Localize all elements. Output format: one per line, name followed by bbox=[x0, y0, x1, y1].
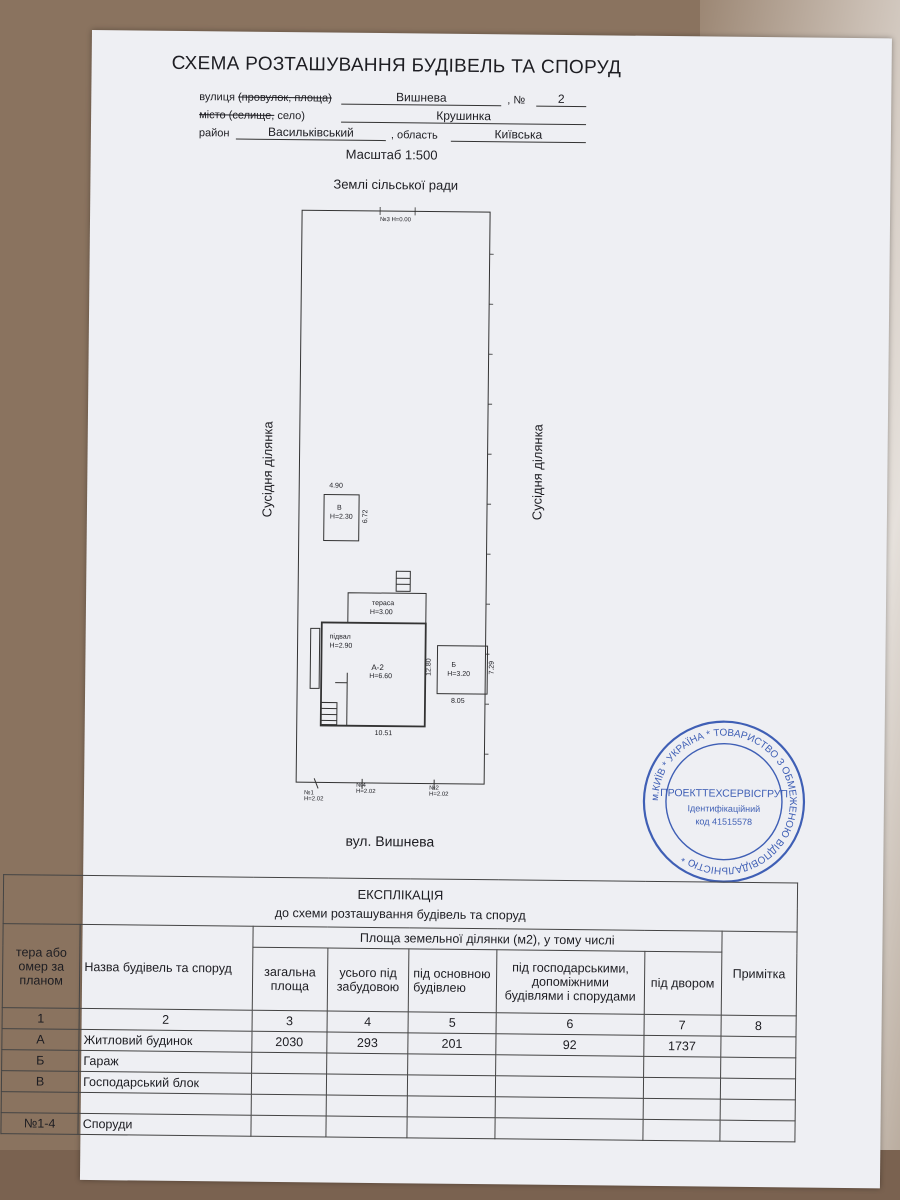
sign3-height: H=0.00 bbox=[391, 217, 412, 224]
document-sheet: СХЕМА РОЗТАШУВАННЯ БУДІВЕЛЬ ТА СПОРУД ву… bbox=[0, 30, 892, 1189]
basement-label: підвал bbox=[329, 633, 351, 641]
dim-garage-height: 7.29 bbox=[488, 660, 496, 675]
row-built bbox=[326, 1074, 408, 1096]
row-total bbox=[250, 1094, 327, 1117]
row-id bbox=[1, 1091, 79, 1114]
row-yard bbox=[642, 1098, 720, 1121]
row-main bbox=[407, 1116, 496, 1139]
row-total bbox=[250, 1115, 326, 1138]
row-main: 201 bbox=[407, 1032, 497, 1055]
row-id: В bbox=[1, 1070, 79, 1093]
row-id: А bbox=[1, 1028, 80, 1051]
row-main bbox=[407, 1053, 496, 1076]
row-yard bbox=[643, 1056, 721, 1079]
sign3-label: №3 H=0.00 bbox=[380, 217, 411, 223]
row-aux bbox=[494, 1117, 643, 1141]
dim-garage-width: 8.05 bbox=[450, 697, 465, 705]
row-total bbox=[251, 1073, 327, 1096]
stamp-id-label: Ідентифікаційний bbox=[688, 803, 761, 814]
row-main bbox=[407, 1095, 496, 1118]
col-header-yard: під двором bbox=[643, 951, 722, 1016]
row-aux bbox=[495, 1054, 644, 1078]
building-v-height: H=2.30 bbox=[329, 513, 353, 521]
stamp-id-code: код 41515578 bbox=[695, 816, 752, 827]
company-stamp: м.КИЇВ * УКРАЇНА * ТОВАРИСТВО З ОБМЕЖЕНО… bbox=[642, 720, 806, 883]
sign3-num: №3 bbox=[379, 217, 390, 224]
row-note bbox=[719, 1099, 796, 1121]
dim-house-height: 12.80 bbox=[425, 658, 433, 676]
sign2-height: H=2.02 bbox=[428, 791, 449, 798]
row-built bbox=[325, 1116, 408, 1138]
col-num-5: 5 bbox=[408, 1011, 497, 1034]
col-header-total: загальна площа bbox=[252, 947, 328, 1012]
site-plan bbox=[295, 207, 494, 790]
terrace-label: тераса bbox=[371, 599, 395, 608]
boundary-ticks bbox=[379, 207, 494, 755]
row-name: Гараж bbox=[78, 1050, 252, 1074]
col-header-name: Назва будівель та споруд bbox=[79, 924, 253, 1011]
row-built bbox=[326, 1053, 408, 1075]
garage-b bbox=[436, 645, 489, 695]
parcel-boundary bbox=[295, 209, 491, 785]
stamp-ring-text: м.КИЇВ * УКРАЇНА * ТОВАРИСТВО З ОБМЕЖЕНО… bbox=[649, 727, 799, 877]
col-num-8: 8 bbox=[720, 1015, 797, 1037]
col-num-1: 1 bbox=[2, 1007, 80, 1030]
col-header-built: усього під забудовою bbox=[327, 948, 410, 1012]
row-total: 2030 bbox=[251, 1031, 327, 1054]
col-header-main: під основною будівлею bbox=[408, 948, 497, 1013]
row-note bbox=[720, 1057, 796, 1079]
dim-house-width: 10.51 bbox=[374, 729, 393, 738]
col-header-id: тера або омер за планом bbox=[2, 923, 81, 1009]
col-num-6: 6 bbox=[496, 1012, 644, 1036]
building-v bbox=[323, 493, 360, 542]
row-yard: 1737 bbox=[643, 1035, 721, 1058]
sign1-height: H=2.02 bbox=[303, 796, 324, 803]
terrace-height: H=3.00 bbox=[369, 608, 393, 617]
row-aux bbox=[495, 1096, 643, 1120]
explication-table: ЕКСПЛІКАЦІЯ до схеми розташування будіве… bbox=[0, 874, 798, 1142]
col-num-4: 4 bbox=[326, 1011, 409, 1033]
sign4-height: H=2.02 bbox=[356, 788, 376, 796]
row-id: Б bbox=[1, 1049, 80, 1072]
col-num-7: 7 bbox=[643, 1014, 721, 1037]
row-id: №1-4 bbox=[0, 1112, 79, 1135]
row-name: Господарський блок bbox=[78, 1071, 252, 1095]
building-v-letter: В bbox=[336, 504, 342, 512]
row-built bbox=[325, 1095, 408, 1117]
house-a2 bbox=[319, 621, 427, 728]
garage-label: Б bbox=[451, 661, 456, 669]
stairs-top bbox=[395, 570, 411, 592]
house-label: А-2 bbox=[371, 662, 384, 673]
stamp-company-name: ПРОЕКТТЕХСЕРВІСГРУП bbox=[660, 787, 788, 800]
row-main bbox=[407, 1074, 496, 1097]
row-note bbox=[720, 1036, 796, 1058]
row-yard bbox=[642, 1119, 720, 1142]
row-name: Споруди bbox=[78, 1113, 251, 1137]
stamp-inner-ring bbox=[665, 742, 783, 861]
stamp-outer-ring bbox=[642, 720, 806, 883]
col-header-note: Примітка bbox=[720, 931, 798, 1016]
dim-v-height: 6.72 bbox=[362, 509, 370, 524]
col-header-aux: під господарськими, допоміжними будівлям… bbox=[496, 949, 645, 1015]
col-num-3: 3 bbox=[251, 1010, 328, 1033]
col-num-2: 2 bbox=[79, 1008, 253, 1032]
row-total bbox=[251, 1052, 327, 1075]
garage-height: H=3.20 bbox=[447, 670, 471, 678]
row-aux: 92 bbox=[495, 1033, 644, 1057]
row-name bbox=[78, 1092, 252, 1116]
row-yard bbox=[642, 1077, 721, 1100]
basement-height: H=2.90 bbox=[329, 642, 353, 650]
terrace bbox=[347, 592, 427, 624]
row-built: 293 bbox=[326, 1032, 409, 1054]
row-name: Житловий будинок bbox=[79, 1029, 252, 1053]
dim-v-width: 4.90 bbox=[329, 482, 343, 490]
row-note bbox=[719, 1120, 796, 1142]
row-note bbox=[719, 1078, 796, 1100]
house-height: H=6.60 bbox=[369, 672, 393, 681]
row-aux bbox=[495, 1075, 644, 1099]
